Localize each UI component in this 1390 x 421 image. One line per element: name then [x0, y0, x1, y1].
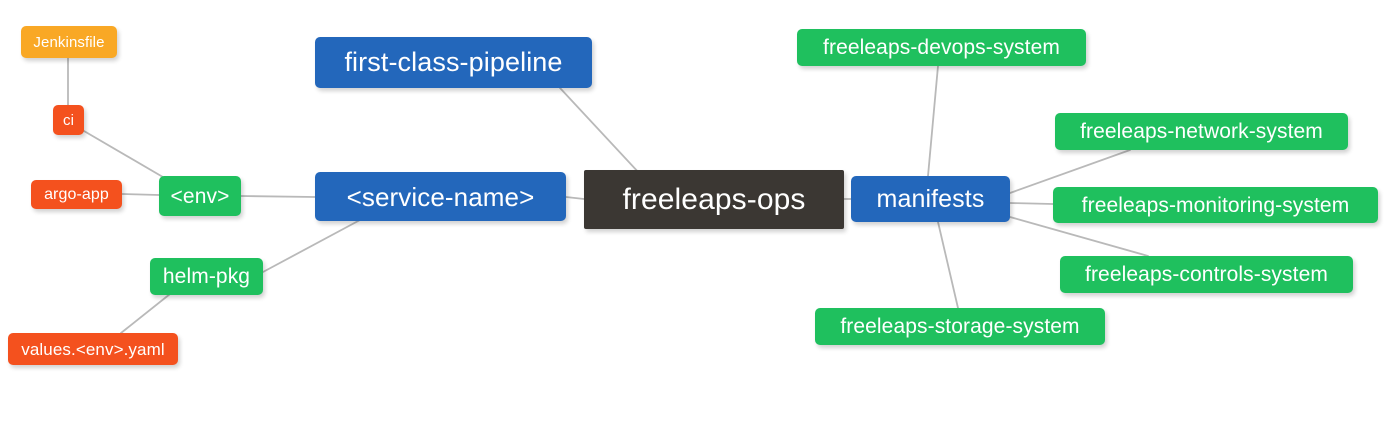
edge-env-to-ci [83, 130, 169, 181]
node-service-name[interactable]: <service-name> [315, 172, 566, 221]
node-helm-pkg[interactable]: helm-pkg [150, 258, 263, 295]
node-manifests[interactable]: manifests [851, 176, 1010, 222]
node-freeleaps-monitoring-system[interactable]: freeleaps-monitoring-system [1053, 187, 1378, 223]
node-freeleaps-devops-system[interactable]: freeleaps-devops-system [797, 29, 1086, 66]
node-freeleaps-controls-system[interactable]: freeleaps-controls-system [1060, 256, 1353, 293]
edge-service-name-to-helm-pkg [262, 219, 361, 273]
node-argo-app[interactable]: argo-app [31, 180, 122, 209]
edge-freeleaps-ops-to-service-name [565, 196, 585, 200]
edge-env-to-argo-app [121, 193, 160, 196]
node-freeleaps-ops[interactable]: freeleaps-ops [584, 170, 844, 229]
node-jenkinsfile[interactable]: Jenkinsfile [21, 26, 117, 58]
edge-manifests-to-freeleaps-monitoring-system [1009, 202, 1054, 205]
node-first-class-pipeline[interactable]: first-class-pipeline [315, 37, 592, 88]
edge-helm-pkg-to-values-env-yaml [120, 293, 171, 334]
edge-service-name-to-env [240, 195, 316, 198]
edge-freeleaps-ops-to-first-class-pipeline [559, 87, 641, 175]
edge-manifests-to-freeleaps-storage-system [937, 221, 959, 309]
node-ci[interactable]: ci [53, 105, 84, 135]
node-env[interactable]: <env> [159, 176, 241, 216]
node-freeleaps-storage-system[interactable]: freeleaps-storage-system [815, 308, 1105, 345]
node-values-env-yaml[interactable]: values.<env>.yaml [8, 333, 178, 365]
edge-manifests-to-freeleaps-devops-system [927, 65, 939, 177]
node-freeleaps-network-system[interactable]: freeleaps-network-system [1055, 113, 1348, 150]
